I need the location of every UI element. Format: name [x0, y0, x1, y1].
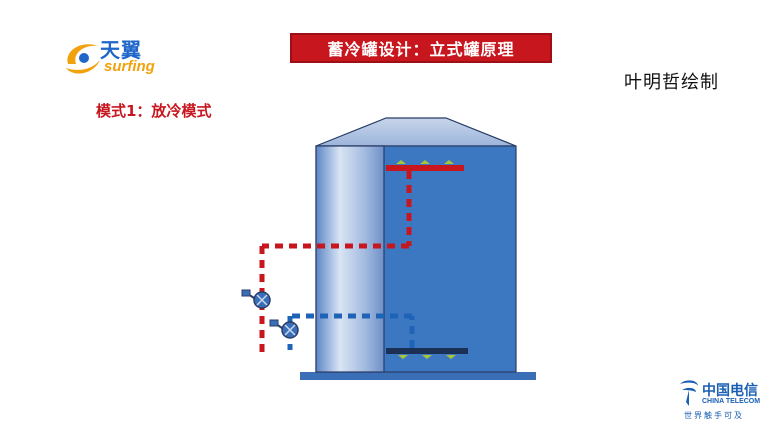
bottom-diffuser-nozzles	[398, 355, 456, 359]
telecom-name-cn: 中国电信	[702, 383, 758, 399]
valve-icon	[269, 319, 299, 339]
mode-label: 模式1：放冷模式	[96, 102, 212, 120]
tank-base	[300, 372, 536, 380]
surfing-swirl-icon	[66, 44, 100, 74]
page-title: 蓄冷罐设计：立式罐原理	[290, 33, 552, 63]
china-telecom-logo: 中国电信 CHINA TELECOM 世界触手可及	[678, 378, 768, 423]
valve-icon	[241, 289, 271, 309]
author-credit: 叶明哲绘制	[624, 72, 719, 93]
tank-side-cylinder	[315, 145, 385, 373]
brand-name-en: surfing	[104, 58, 155, 75]
tank-roof	[315, 117, 517, 147]
warm-water-pipe	[259, 165, 464, 352]
brand-name-cn: 天翼	[100, 38, 142, 62]
tianyi-logo: 天翼 surfing	[62, 34, 172, 80]
telecom-name-en: CHINA TELECOM	[702, 398, 761, 405]
china-telecom-icon	[680, 380, 698, 406]
top-diffuser-nozzles	[396, 160, 454, 164]
telecom-slogan: 世界触手可及	[684, 411, 744, 420]
